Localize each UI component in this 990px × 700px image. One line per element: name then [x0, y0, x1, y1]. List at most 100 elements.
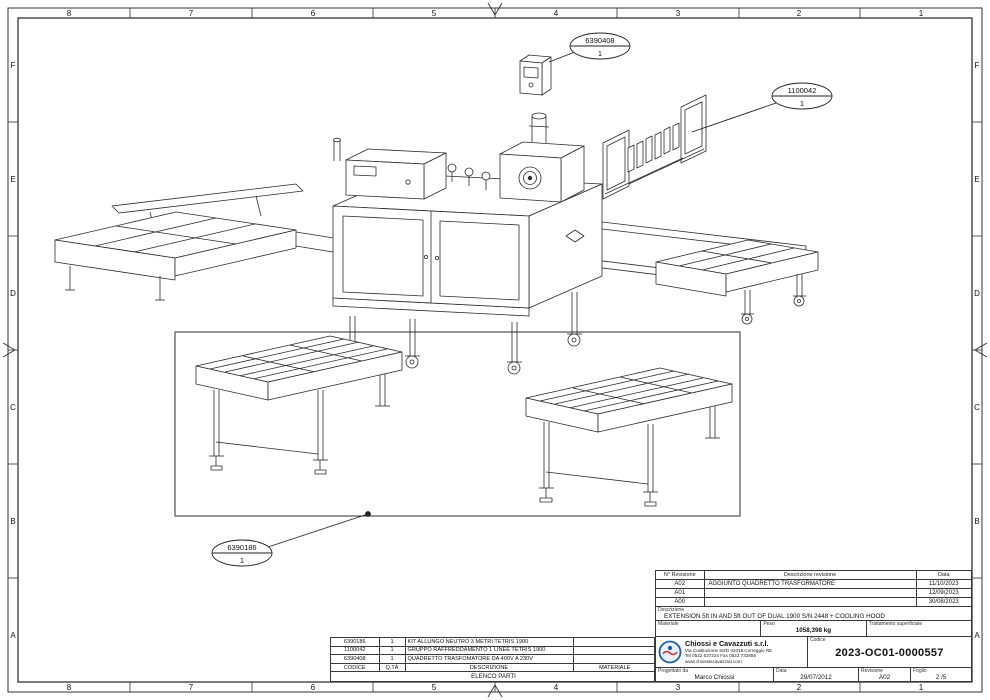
revision-date: 11/10/2023: [916, 579, 971, 589]
grid-label: 7: [189, 9, 194, 18]
grid-label: B: [974, 517, 979, 526]
grid-label: 2: [797, 9, 802, 18]
parts-table: 6390186 1 KIT ALLUNGO NEUTRO 3 METRI TET…: [331, 638, 656, 680]
part-description: KIT ALLUNGO NEUTRO 3 METRI TETRIS 1900: [405, 638, 574, 647]
grid-label: A: [10, 631, 16, 640]
grid-label: C: [10, 403, 16, 412]
left-extension-table: [54, 211, 335, 301]
balloon-qty: 1: [240, 556, 244, 565]
sheet-cell: Foglio 2 /5: [911, 668, 971, 682]
control-panel: [333, 137, 447, 200]
machine-drawing: [54, 54, 819, 517]
company-row: Chiossi e Cavazzuti s.r.l. Via Costituzi…: [656, 636, 971, 667]
grid-label: A: [974, 631, 980, 640]
revision-value: A02: [878, 674, 891, 681]
grid-label: 8: [67, 9, 72, 18]
transformer-box: [519, 54, 552, 96]
part-description: QUADRETTO TRASFOMATORE DA 400V A 230V: [405, 654, 574, 664]
revision-description: [704, 597, 917, 606]
drawing-code-label: Codice: [810, 637, 826, 643]
surface-treatment-label: Trattamento superficiale: [868, 621, 923, 627]
sheet-label: Foglio: [913, 668, 927, 674]
date-value: 29/07/2012: [800, 674, 832, 681]
grid-label: 5: [432, 9, 437, 18]
grid-label: 1: [919, 9, 924, 18]
grid-label: E: [974, 175, 979, 184]
detail-view-box: [174, 331, 741, 517]
description-value: EXTENSION 5ft IN AND 5ft OUT OF DUAL 190…: [664, 613, 885, 620]
parts-row: 6390186 1 KIT ALLUNGO NEUTRO 3 METRI TET…: [331, 638, 656, 647]
grid-ticks: [8, 8, 982, 692]
grid-label: 6: [311, 9, 316, 18]
part-qty: 1: [379, 638, 406, 647]
date-label: Data: [776, 668, 787, 674]
parts-header-material: MATERIALE: [573, 663, 656, 673]
revision-date: 12/09/2023: [916, 588, 971, 598]
part-material: [573, 654, 656, 664]
revision-id: A01: [656, 588, 705, 598]
designer-value: Marco Chiossi: [694, 674, 735, 681]
material-cell: Materiale: [656, 621, 762, 636]
weight-value: 1058,398 kg: [795, 627, 832, 634]
weight-label: Peso: [763, 621, 775, 627]
revision-col-desc: Descrizione revisione: [704, 571, 917, 580]
properties-row: Materiale Peso 1058,398 kg Trattamento s…: [656, 620, 971, 636]
sheet-value: 2 /5: [935, 674, 947, 681]
part-code: 6390186: [331, 638, 380, 647]
parts-row: 6390408 1 QUADRETTO TRASFOMATORE DA 400V…: [331, 654, 656, 664]
balloon-code: 6390186: [227, 543, 256, 552]
revision-description: [704, 588, 917, 598]
grid-label: 3: [676, 9, 681, 18]
parts-row: 1100042 1 GRUPPO RAFFREDDAMENTO 1 LINEE …: [331, 646, 656, 656]
material-label: Materiale: [658, 621, 679, 627]
grid-label: 8: [67, 683, 72, 692]
parts-list-title: ELENCO PARTI: [471, 672, 516, 680]
revision-header-row: N° Revisione Descrizione revisione Data: [656, 571, 971, 580]
top-knobs: [447, 163, 491, 190]
parts-header-qty: Q.TÀ: [379, 663, 406, 673]
company-logo: [658, 640, 682, 664]
grid-label: F: [975, 61, 980, 70]
revision-row: A01 12/09/2023: [656, 588, 971, 598]
revision-col-rev: N° Revisione: [656, 571, 705, 580]
company-phone: Tel 0522 637224 Fax 0522 732856: [685, 653, 757, 659]
grid-label: 4: [554, 9, 559, 18]
revision-row: A00 30/08/2023: [656, 597, 971, 606]
designer-label: Progettato da: [658, 668, 689, 674]
parts-header-description: DESCRIZIONE: [405, 663, 574, 673]
balloon-6390408: 6390408 1: [548, 32, 631, 63]
revision-date: 30/08/2023: [928, 599, 959, 605]
grid-label: 5: [432, 683, 437, 692]
part-qty: 1: [379, 654, 406, 664]
revision-label: Revisione: [861, 668, 883, 674]
balloon-1100042: 1100042 1: [691, 82, 833, 133]
grid-label: C: [974, 403, 980, 412]
grid-label: E: [10, 175, 15, 184]
title-block: N° Revisione Descrizione revisione Data …: [655, 570, 972, 682]
company-name: Chiossi e Cavazzuti s.r.l.: [685, 640, 769, 649]
revision-table: N° Revisione Descrizione revisione Data …: [656, 571, 971, 606]
right-extension-table: [655, 239, 819, 325]
grid-label: F: [11, 61, 16, 70]
grid-label: 2: [797, 683, 802, 692]
date-cell: Data 29/07/2012: [774, 668, 859, 682]
company-website: www.chiossiecavazzuti.com: [685, 658, 742, 664]
weight-cell: Peso 1058,398 kg: [761, 621, 867, 636]
balloon-code: 1100042: [788, 86, 817, 95]
designer-cell: Progettato da Marco Chiossi: [656, 668, 774, 682]
part-qty: 1: [379, 646, 406, 656]
grid-label: B: [10, 517, 15, 526]
grid-label: 7: [189, 683, 194, 692]
part-description: GRUPPO RAFFREDDAMENTO 1 LINEE TETRIS 190…: [405, 646, 574, 656]
grid-label: D: [10, 289, 16, 298]
surface-treatment-cell: Trattamento superficiale: [867, 621, 971, 636]
balloon-code: 6390408: [585, 36, 614, 45]
drawing-code: 2023-OC01-0000557: [835, 647, 944, 659]
grid-label: 4: [554, 683, 559, 692]
company-cell: Chiossi e Cavazzuti s.r.l. Via Costituzi…: [656, 637, 808, 667]
grid-label: D: [974, 289, 980, 298]
detail-table-left: [195, 335, 403, 475]
